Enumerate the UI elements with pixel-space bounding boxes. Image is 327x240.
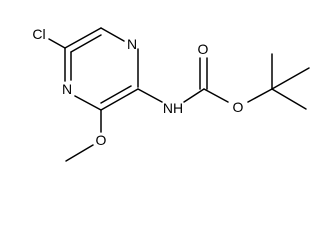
atom-ring-nitrogen-top: N	[127, 36, 137, 52]
bond-c-tert-methyl-bottom	[271, 88, 307, 110]
bond-c6-c6-double-inner	[70, 34, 102, 53]
bond-nh-c-carbonyl	[183, 88, 205, 103]
atom-oxygen-ester: O	[233, 99, 244, 115]
bond-c3-n4	[74, 95, 102, 111]
bond-c5-cl	[48, 38, 66, 49]
atom-oxygen-carbonyl: O	[198, 41, 209, 57]
bond-c2-c3	[100, 88, 139, 111]
bond-c-o-ester	[203, 88, 229, 103]
structure-canvas: Cl N N NH O O O	[32, 26, 310, 162]
bond-c5-c6	[64, 27, 102, 49]
bond-c2-c3-double-inner	[100, 85, 132, 104]
bond-o-methyl	[65, 144, 94, 162]
bond-o-c-tert	[247, 88, 273, 103]
bond-c-tert-methyl-right	[271, 67, 310, 90]
bond-c6-n1	[100, 27, 125, 42]
atom-chlorine: Cl	[32, 26, 45, 42]
atom-nh: NH	[163, 100, 183, 116]
bond-c2-nh	[137, 88, 163, 103]
atom-oxygen-methoxy: O	[96, 132, 107, 148]
chemical-structure-diagram: Cl N N NH O O O	[32, 26, 310, 162]
atom-ring-nitrogen-bottom: N	[62, 81, 72, 97]
